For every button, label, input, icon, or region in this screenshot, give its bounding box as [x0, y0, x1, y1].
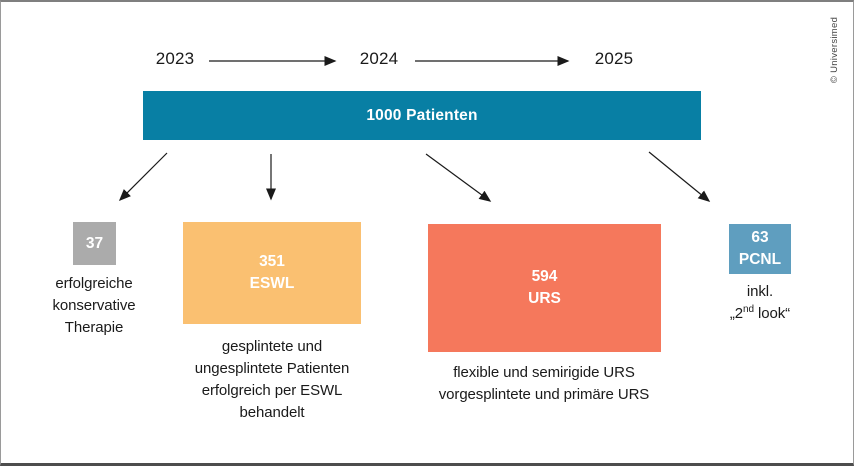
caption-konservativ: erfolgreiche konservative Therapie — [24, 273, 164, 339]
box-eswl-label: ESWL — [249, 275, 295, 292]
root-patients-label: 1000 Patienten — [366, 106, 478, 124]
box-pcnl-label: PCNL — [738, 251, 782, 268]
box-urs: 594 URS — [428, 224, 661, 352]
caption-line: inkl. — [746, 283, 774, 300]
quote-prefix: „2 — [729, 305, 744, 322]
caption-line: ungesplintete Patienten — [194, 360, 350, 377]
box-urs-label: URS — [528, 290, 561, 307]
caption-second-look: „2nd look“ — [710, 303, 810, 325]
caption-line: behandelt — [239, 404, 305, 421]
caption-line: flexible und semirigide URS — [453, 364, 635, 381]
box-eswl: 351 ESWL — [183, 222, 361, 324]
box-eswl-value: 351 — [259, 253, 285, 270]
quote-superscript: nd — [743, 304, 754, 315]
timeline-year-2025: 2025 — [594, 49, 634, 68]
quote-suffix: look“ — [753, 305, 791, 322]
caption-line: gesplintete und — [221, 338, 323, 355]
arrow-to-konservativ — [118, 152, 168, 202]
box-konservativ-value: 37 — [85, 234, 104, 252]
caption-line: erfolgreiche — [55, 275, 133, 292]
timeline-year-2024: 2024 — [359, 49, 399, 68]
box-urs-value: 594 — [531, 268, 558, 285]
box-pcnl: 63 PCNL — [729, 224, 791, 274]
caption-pcnl: inkl. „2nd look“ — [710, 281, 810, 325]
timeline-year-2023: 2023 — [155, 49, 195, 68]
arrow-to-pcnl — [648, 151, 711, 202]
caption-line: konservative — [52, 297, 136, 314]
caption-urs: flexible und semirigide URS vorgesplinte… — [404, 362, 684, 406]
arrow-to-urs — [425, 153, 492, 202]
caption-line: vorgesplintete und primäre URS — [438, 386, 650, 403]
box-pcnl-value: 63 — [751, 229, 769, 246]
root-patients-bar: 1000 Patienten — [143, 91, 701, 140]
caption-eswl: gesplintete und ungesplintete Patienten … — [172, 336, 372, 424]
copyright-label: © Universimed — [829, 16, 840, 84]
box-konservativ: 37 — [73, 222, 116, 265]
caption-line: erfolgreich per ESWL — [201, 382, 343, 399]
caption-line: Therapie — [64, 319, 124, 336]
